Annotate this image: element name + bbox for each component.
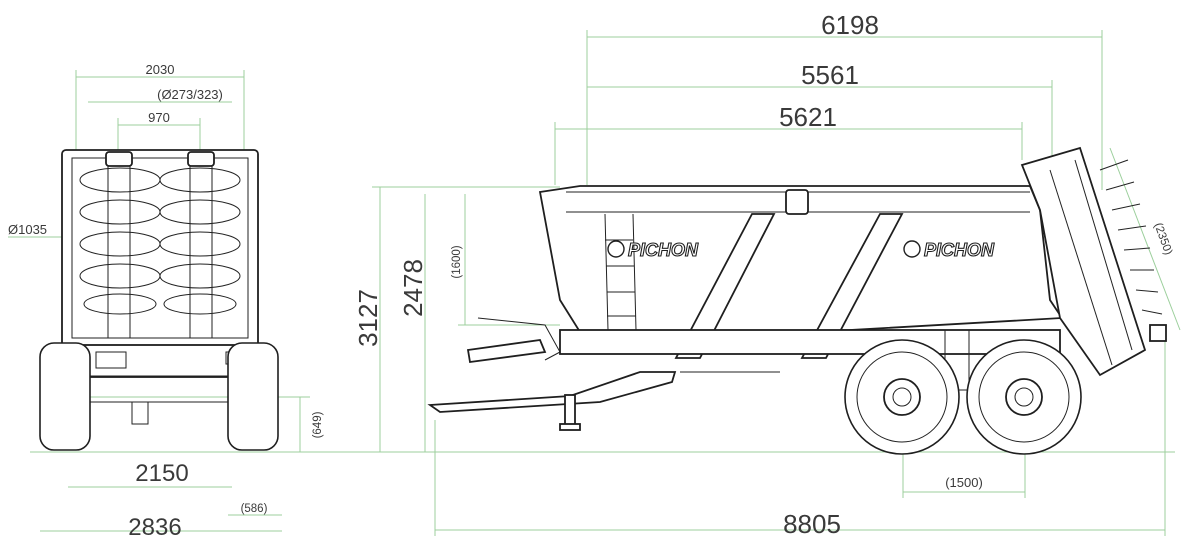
brand-label-1: PICHON bbox=[628, 240, 699, 260]
front-view bbox=[8, 70, 310, 532]
dim-ground-clearance: (649) bbox=[312, 411, 324, 438]
side-brace-1 bbox=[674, 213, 776, 359]
drawbar bbox=[427, 371, 677, 413]
dim-body-length: 5561 bbox=[801, 60, 859, 90]
wheel-rear bbox=[966, 339, 1082, 455]
dim-line-beater-height bbox=[1109, 147, 1181, 331]
dim-beater-height: (2350) bbox=[1151, 221, 1174, 257]
dim-overall-length: 8805 bbox=[783, 509, 841, 537]
dim-width-top: 2030 bbox=[146, 62, 175, 77]
dim-overall-height: 3127 bbox=[353, 289, 383, 347]
side-view: PICHON PICHON bbox=[372, 30, 1181, 536]
dim-beater-diameter: Ø1035 bbox=[8, 222, 47, 237]
wheel-front bbox=[844, 339, 960, 455]
dim-body-height: 2478 bbox=[398, 259, 428, 317]
beater-spirals bbox=[79, 167, 241, 315]
ladder bbox=[604, 213, 637, 331]
drawbar-upper bbox=[466, 339, 547, 364]
side-chassis bbox=[559, 329, 1061, 355]
dim-box-length: 5621 bbox=[779, 102, 837, 132]
dim-beater-spacing: 970 bbox=[148, 110, 170, 125]
front-tyre-left bbox=[39, 342, 91, 451]
beater-tines bbox=[1099, 159, 1163, 315]
rear-beater-unit bbox=[1020, 146, 1147, 377]
front-tyre-right bbox=[227, 342, 279, 451]
side-body bbox=[538, 185, 1064, 333]
side-brace-2 bbox=[800, 213, 904, 359]
dim-overall-width: 2836 bbox=[128, 514, 181, 537]
dim-length-top: 6198 bbox=[821, 10, 879, 40]
brand-label-2: PICHON bbox=[924, 240, 995, 260]
front-chassis bbox=[69, 344, 253, 378]
jack-stand bbox=[564, 394, 576, 428]
dim-tyre-width: (586) bbox=[241, 503, 268, 515]
front-frame bbox=[71, 157, 249, 339]
dim-pipe-diameter: (Ø273/323) bbox=[157, 87, 223, 102]
dim-axle-spacing: (1500) bbox=[945, 475, 983, 490]
dim-side-height: (1600) bbox=[451, 245, 463, 278]
brand-logo-icon bbox=[607, 240, 625, 258]
brand-logo-icon bbox=[903, 240, 921, 258]
dim-track-width: 2150 bbox=[135, 460, 188, 487]
